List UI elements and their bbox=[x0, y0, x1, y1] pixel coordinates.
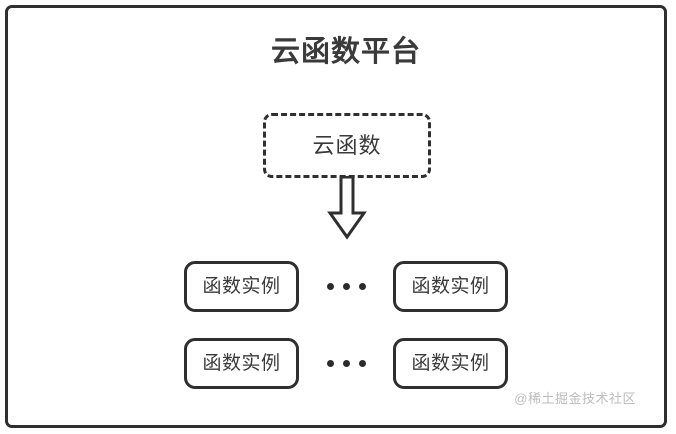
ellipsis-dot bbox=[358, 283, 366, 290]
ellipsis-dot bbox=[326, 283, 334, 290]
ellipsis-dot bbox=[342, 360, 350, 367]
function-instance-box: 函数实例 bbox=[393, 261, 508, 312]
page-title: 云函数平台 bbox=[270, 36, 421, 68]
ellipsis-icon bbox=[299, 360, 393, 367]
ellipsis-dot bbox=[326, 360, 334, 367]
cloud-function-platform-frame: 云函数平台 云函数 函数实例 函数实例 函数实例 bbox=[5, 5, 667, 428]
down-arrow-icon bbox=[326, 176, 368, 240]
instance-row-2: 函数实例 函数实例 bbox=[8, 338, 676, 389]
function-instance-label: 函数实例 bbox=[411, 276, 490, 297]
function-instance-label: 函数实例 bbox=[202, 353, 281, 374]
ellipsis-dot bbox=[358, 360, 366, 367]
watermark: @稀土掘金技术社区 bbox=[514, 391, 636, 406]
function-instance-label: 函数实例 bbox=[411, 353, 490, 374]
function-instance-label: 函数实例 bbox=[202, 276, 281, 297]
instance-row-1: 函数实例 函数实例 bbox=[8, 261, 676, 312]
ellipsis-icon bbox=[299, 283, 393, 290]
cloud-function-label: 云函数 bbox=[312, 132, 382, 158]
function-instance-box: 函数实例 bbox=[393, 338, 508, 389]
function-instance-box: 函数实例 bbox=[184, 338, 299, 389]
ellipsis-dot bbox=[342, 283, 350, 290]
function-instance-box: 函数实例 bbox=[184, 261, 299, 312]
cloud-function-node: 云函数 bbox=[263, 113, 431, 178]
